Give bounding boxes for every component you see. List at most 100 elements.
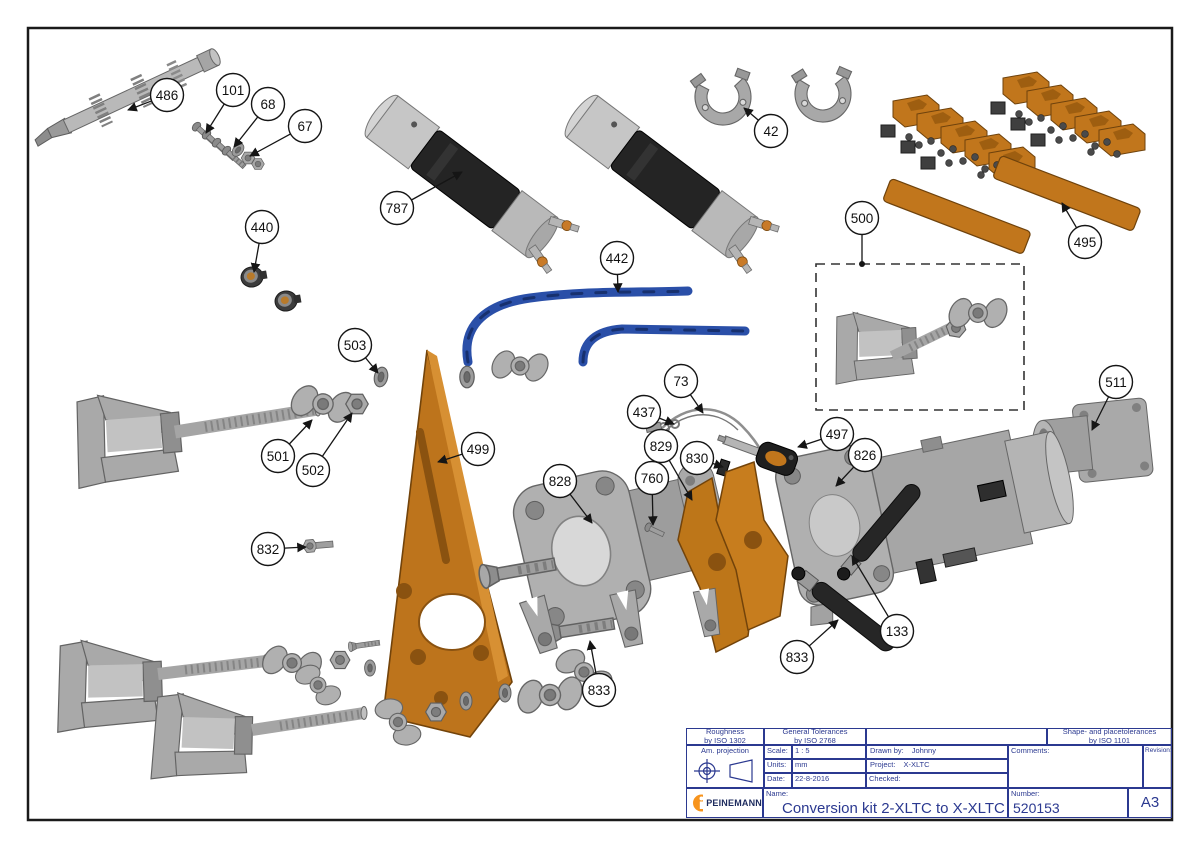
name-label: Name:: [766, 789, 789, 798]
projection-symbol-icon: [694, 758, 753, 783]
callout-442: 442: [599, 240, 635, 293]
date-value: 22-8-2016: [795, 774, 830, 783]
drawing-title: Conversion kit 2-XLTC to X-XLTC: [782, 799, 1005, 817]
callout-balloon: [1098, 364, 1134, 400]
callout-balloon: [643, 428, 679, 464]
shape-tolerances-cell: Shape- and placetolerances by ISO 1101: [1047, 728, 1172, 745]
callout-number: 833: [786, 650, 809, 665]
date-label: Date:: [767, 774, 785, 783]
callout-101: 101: [205, 72, 251, 134]
drawn-by-value: Johnny: [911, 746, 936, 755]
callout-balloon: [879, 613, 915, 649]
callout-number: 833: [588, 683, 611, 698]
callout-number: 826: [854, 448, 877, 463]
callout-133: 133: [851, 555, 915, 649]
part-beam-clamp-bottom-2: [142, 689, 368, 796]
drawing-number: 520153: [1013, 799, 1060, 816]
paper-size-cell: A3: [1128, 788, 1172, 818]
comments-label: Comments:: [1011, 746, 1050, 755]
callout-830: 830: [679, 440, 724, 476]
callout-number: 830: [686, 451, 709, 466]
callout-number: 829: [650, 439, 673, 454]
callout-number: 133: [886, 624, 909, 639]
callout-balloon: [599, 240, 635, 276]
callout-number: 499: [467, 442, 490, 457]
callout-balloon: [260, 438, 296, 474]
revision-label: Revision:: [1145, 747, 1172, 754]
callout-balloon: [581, 672, 617, 708]
empty-cell: [866, 728, 1047, 745]
callout-number: 101: [222, 83, 245, 98]
callout-833: 833: [779, 619, 839, 675]
drawn-by-label: Drawn by:: [870, 746, 904, 755]
part-clamp-unit-500: [815, 263, 1025, 411]
part-cylinder-787-left: [357, 84, 585, 277]
brand-name: PEINEMANN: [706, 797, 762, 808]
callout-number: 497: [826, 427, 849, 442]
brand-cell: PEINEMANN: [686, 788, 763, 818]
part-orange-bracket-830: [715, 458, 789, 632]
callout-503: 503: [337, 327, 379, 374]
project-label: Project:: [870, 760, 896, 769]
dashed-box-500: [815, 263, 1025, 411]
checked-label: Checked:: [869, 774, 901, 783]
callout-437: 437: [626, 394, 675, 430]
callout-440: 440: [244, 209, 280, 273]
roughness-label: Roughness: [706, 728, 744, 736]
comments-cell: Comments:: [1008, 745, 1143, 788]
shape-tolerances-std: by ISO 1101: [1088, 735, 1131, 745]
callout-balloon: [679, 440, 715, 476]
callout-balloon: [287, 108, 323, 144]
callout-balloon: [1067, 224, 1103, 260]
callout-balloon: [753, 113, 789, 149]
callout-balloon: [250, 531, 286, 567]
part-air-tubes-442: [462, 286, 750, 367]
callout-balloon: [779, 639, 815, 675]
projection-label: Am. projection: [701, 746, 749, 755]
callout-829: 829: [643, 428, 693, 501]
callout-68: 68: [233, 86, 286, 148]
callout-501: 501: [260, 419, 313, 474]
part-clamp-ring-42-left: [689, 66, 758, 130]
sheet-border: [26, 26, 1174, 822]
callout-balloon: [626, 394, 662, 430]
callout-number: 440: [251, 220, 274, 235]
paper-size: A3: [1140, 794, 1160, 812]
callout-number: 68: [260, 97, 275, 112]
callout-number: 67: [297, 119, 312, 134]
projection-cell: Am. projection: [686, 745, 764, 788]
callout-balloon: [819, 416, 855, 452]
project-cell: Project:X-XLTC: [866, 759, 1008, 773]
callout-826: 826: [835, 437, 883, 487]
callout-760: 760: [634, 460, 670, 526]
callout-number: 787: [386, 201, 409, 216]
revision-cell: Revision:: [1143, 745, 1172, 788]
name-cell: Name: Conversion kit 2-XLTC to X-XLTC: [763, 788, 1008, 818]
callout-balloon: [149, 77, 185, 113]
callout-511: 511: [1091, 364, 1134, 431]
callout-500: 500: [844, 200, 880, 267]
callout-number: 442: [606, 251, 629, 266]
scale-value: 1 : 5: [795, 746, 810, 755]
general-tolerances-std: by ISO 2768: [794, 735, 836, 745]
part-bolt-832: [301, 538, 334, 554]
callout-balloon: [634, 460, 670, 496]
callout-balloon: [337, 327, 373, 363]
number-cell: Number: 520153: [1008, 788, 1128, 818]
callout-balloon: [295, 452, 331, 488]
callout-499: 499: [437, 431, 496, 467]
callout-number: 486: [156, 88, 179, 103]
callout-502: 502: [295, 412, 353, 488]
wing-nut-mid: [479, 329, 561, 403]
scale-label: Scale:: [767, 746, 788, 755]
callout-number: 495: [1074, 235, 1097, 250]
units-label: Units:: [767, 760, 787, 769]
callout-486: 486: [127, 77, 185, 113]
shape-tolerances-label: Shape- and placetolerances: [1062, 728, 1157, 736]
callout-balloon: [244, 209, 280, 245]
callout-number: 500: [851, 211, 874, 226]
callout-balloon: [663, 363, 699, 399]
